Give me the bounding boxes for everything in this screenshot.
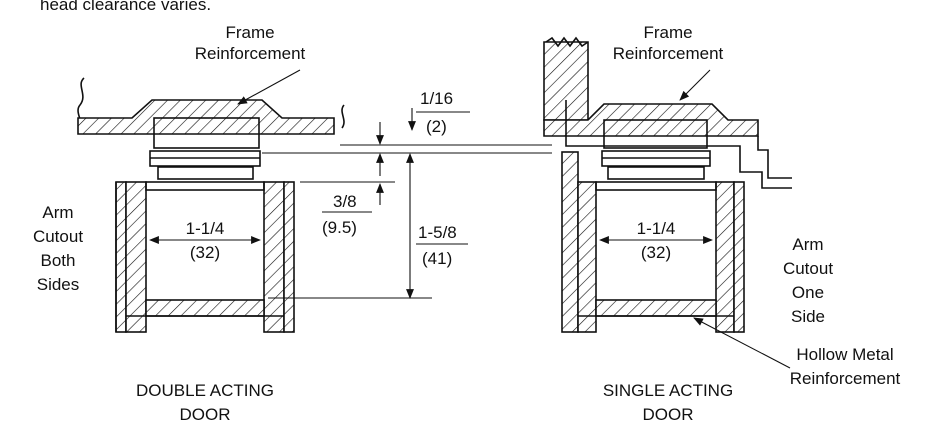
right-arm-label-4: Side [791,307,825,326]
door-stile-left-inner [125,181,147,333]
door-stile-right-outer [283,181,295,333]
frame-break-line [545,36,589,48]
hollow-metal-label-2: Reinforcement [790,369,901,388]
right-arm-label-3: One [792,283,824,302]
left-inner-width-num: 1-1/4 [186,219,225,238]
right-caption-1: SINGLE ACTING [603,381,733,400]
top-gap-mm: (2) [426,117,447,136]
hollow-metal-leader [693,317,791,369]
right-inner-width-num: 1-1/4 [637,219,676,238]
left-frame-label-2: Reinforcement [195,44,306,63]
left-inner-width-mm: (32) [190,243,220,262]
mid-gap-num: 3/8 [333,192,357,211]
clearance-dimensions [262,108,552,299]
frame-outline [565,100,792,189]
single-acting-door-drawing [543,36,792,333]
door-stile-right-inner [263,181,285,333]
left-arm-label-3: Both [41,251,76,270]
left-frame-leader [237,69,301,105]
right-frame-label-1: Frame [643,23,692,42]
door-stile-right-a [561,151,579,333]
door-stile-right-c [715,181,735,333]
closer-body-left [153,117,260,149]
hollow-metal-label-1: Hollow Metal [796,345,893,364]
right-caption-2: DOOR [643,405,694,424]
door-bottom-channel-right [595,299,717,317]
total-mm: (41) [422,249,452,268]
door-top-plate-left [145,181,265,191]
top-note-text: head clearance varies. [40,0,211,14]
left-caption-1: DOUBLE ACTING [136,381,274,400]
closer-pivot-left [157,166,254,180]
frame-reinforcement-plate-left [77,99,335,135]
right-arm-label-2: Cutout [783,259,833,278]
closer-pivot-right [607,166,705,180]
right-arm-label-1: Arm [792,235,823,254]
double-acting-door-drawing [77,77,345,333]
left-arm-label-4: Sides [37,275,80,294]
door-stile-right-b [577,181,597,333]
right-frame-label-2: Reinforcement [613,44,724,63]
door-top-plate-right [595,181,717,191]
door-stile-left-outer [115,181,127,333]
left-frame-label-1: Frame [225,23,274,42]
right-break-line [341,104,345,129]
left-arm-label-2: Cutout [33,227,83,246]
left-caption-2: DOOR [180,405,231,424]
total-num: 1-5/8 [418,223,457,242]
door-stile-right-d [733,181,745,333]
closer-body-right [603,119,708,149]
top-gap-num: 1/16 [420,89,453,108]
right-frame-leader [679,69,711,101]
door-bottom-channel-left [145,299,265,317]
mid-gap-mm: (9.5) [322,218,357,237]
frame-return [757,136,792,179]
left-arm-label-1: Arm [42,203,73,222]
right-inner-width-mm: (32) [641,243,671,262]
